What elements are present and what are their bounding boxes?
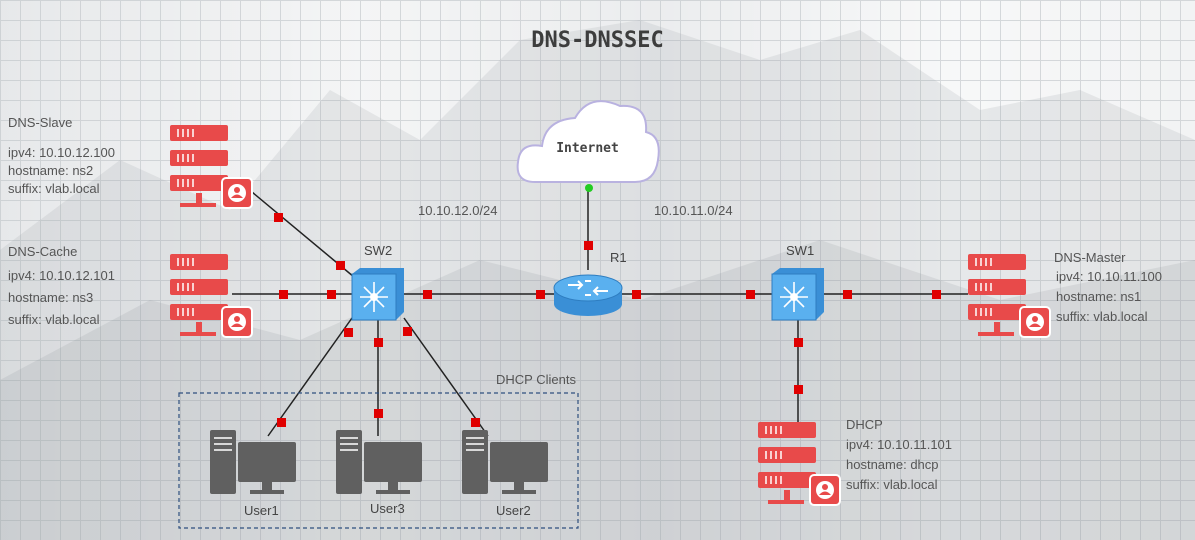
port-up-indicator (585, 184, 593, 192)
r1-label: R1 (610, 250, 627, 265)
dhcp-suffix: suffix: vlab.local (846, 477, 938, 492)
link-sw2-user2 (403, 317, 489, 437)
user2-label: User2 (496, 503, 531, 518)
dns-master-name: DNS-Master (1054, 250, 1126, 265)
port-marker (277, 418, 286, 427)
port-marker (536, 290, 545, 299)
user2-pc-icon[interactable] (462, 430, 548, 494)
r1-router-icon[interactable] (553, 274, 623, 316)
dns-slave-info: DNS-Slave ipv4: 10.10.12.100 hostname: n… (8, 112, 115, 200)
dns-cache-server-icon[interactable] (170, 254, 253, 338)
user3-label: User3 (370, 501, 405, 516)
internet-label: Internet (556, 141, 619, 156)
port-marker (794, 338, 803, 347)
dns-slave-ipv4: ipv4: 10.10.12.100 (8, 145, 115, 160)
port-marker (932, 290, 941, 299)
port-marker (794, 385, 803, 394)
dns-cache-hostname: hostname: ns3 (8, 290, 94, 305)
port-marker (274, 213, 283, 222)
dns-slave-server-icon[interactable] (170, 125, 253, 209)
port-marker (374, 338, 383, 347)
user1-label: User1 (244, 503, 279, 518)
port-marker (374, 409, 383, 418)
dns-cache-info: DNS-Cache ipv4: 10.10.12.101 hostname: n… (8, 241, 115, 331)
dhcp-ipv4: ipv4: 10.10.11.101 (846, 437, 953, 452)
port-marker (344, 328, 353, 337)
sw1-label: SW1 (786, 243, 815, 258)
dns-master-suffix: suffix: vlab.local (1056, 309, 1148, 324)
sw2-switch-icon[interactable] (351, 268, 404, 321)
port-marker (471, 418, 480, 427)
port-marker (843, 290, 852, 299)
dns-master-info: DNS-Master (1054, 247, 1126, 269)
dns-slave-name: DNS-Slave (8, 115, 73, 130)
dns-master-ipv4: ipv4: 10.10.11.100 (1056, 269, 1163, 284)
port-markers (274, 213, 941, 427)
dns-slave-suffix: suffix: vlab.local (8, 181, 100, 196)
dhcp-info: DHCP ipv4: 10.10.11.101 hostname: dhcp s… (846, 414, 952, 496)
dns-master-hostname: hostname: ns1 (1056, 289, 1142, 304)
port-marker (336, 261, 345, 270)
right-subnet-label: 10.10.11.0/24 (654, 203, 733, 218)
port-marker (327, 290, 336, 299)
dns-cache-ipv4: ipv4: 10.10.12.101 (8, 268, 115, 283)
link-dnsslave-sw2 (239, 181, 355, 278)
dhcp-server-icon[interactable] (758, 422, 841, 506)
link-sw2-user1 (267, 317, 353, 437)
dhcp-clients-group (178, 392, 579, 529)
dhcp-name: DHCP (846, 417, 883, 432)
port-marker (423, 290, 432, 299)
dns-cache-name: DNS-Cache (8, 244, 78, 259)
user3-pc-icon[interactable] (336, 430, 422, 494)
port-marker (632, 290, 641, 299)
dns-master-details: ipv4: 10.10.11.100 hostname: ns1 suffix:… (1056, 266, 1162, 328)
port-marker (279, 290, 288, 299)
dns-cache-suffix: suffix: vlab.local (8, 312, 100, 327)
port-marker (746, 290, 755, 299)
port-marker (584, 241, 593, 250)
dhcp-hostname: hostname: dhcp (846, 457, 939, 472)
internet-cloud-icon[interactable] (516, 100, 660, 183)
user1-pc-icon[interactable] (210, 430, 296, 494)
sw1-switch-icon[interactable] (771, 268, 824, 321)
dns-master-server-icon[interactable] (968, 254, 1051, 338)
port-marker (403, 327, 412, 336)
dns-slave-hostname: hostname: ns2 (8, 163, 94, 178)
diagram-title: DNS-DNSSEC (531, 28, 664, 53)
sw2-label: SW2 (364, 243, 393, 258)
left-subnet-label: 10.10.12.0/24 (418, 203, 498, 218)
dhcp-clients-label: DHCP Clients (496, 372, 576, 387)
